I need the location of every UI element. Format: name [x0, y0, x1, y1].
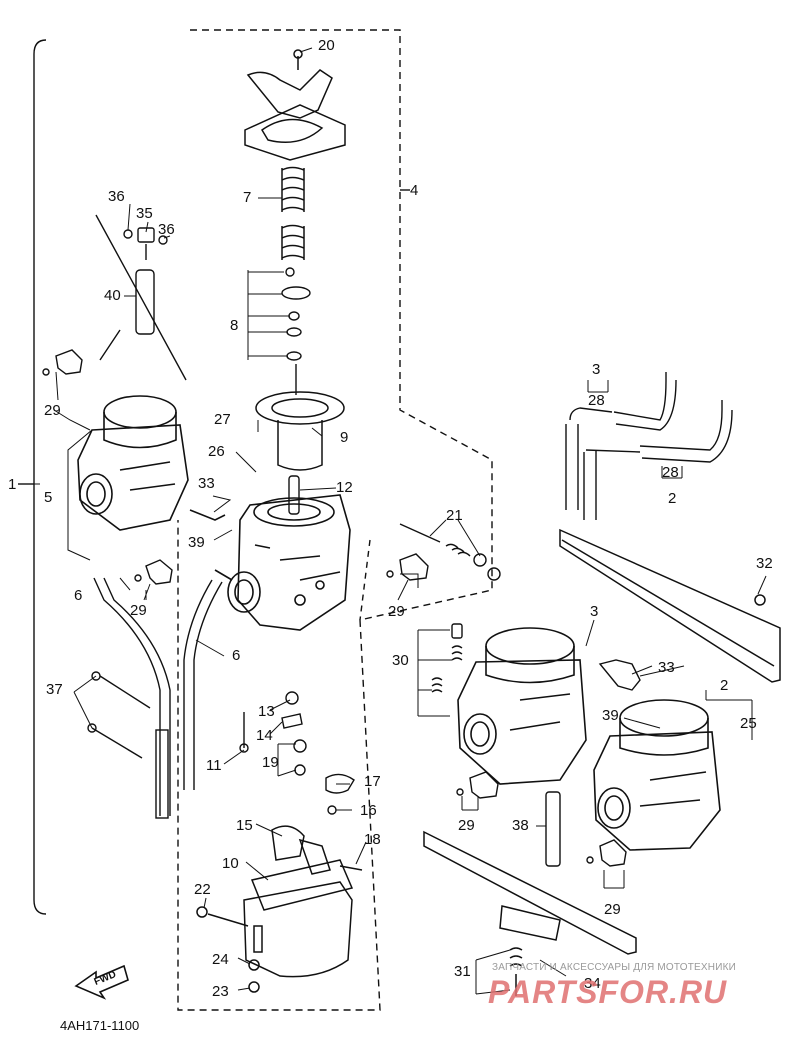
piston-diaphragm: [255, 391, 345, 471]
callout-29-lower-center: 29: [458, 817, 475, 834]
callout-29-lower-right: 29: [604, 901, 621, 918]
callout-5: 5: [44, 489, 53, 506]
callout-26: 26: [208, 443, 225, 460]
callout-17: 17: [364, 773, 381, 790]
small-jets: [239, 691, 363, 871]
callout-20: 20: [318, 37, 335, 54]
clip-upper-left: [42, 349, 83, 376]
callout-3-top: 3: [592, 361, 601, 378]
leader-lines: [30, 47, 767, 995]
pilot-screw-set: [399, 523, 501, 581]
callout-2-right: 2: [720, 677, 729, 694]
callout-1: 1: [8, 476, 17, 493]
callout-28-mid: 28: [662, 464, 679, 481]
callout-7: 7: [243, 189, 252, 206]
callout-40: 40: [104, 287, 121, 304]
callout-38: 38: [512, 817, 529, 834]
clip-lower-right: [586, 839, 627, 867]
choke-parts: [95, 214, 187, 381]
callout-39-right: 39: [602, 707, 619, 724]
bracket-part-1: [33, 39, 47, 915]
callout-13: 13: [258, 703, 275, 720]
callout-29-right-clip: 29: [388, 603, 405, 620]
callout-9: 9: [340, 429, 349, 446]
carb-left: [77, 395, 226, 531]
callout-15: 15: [236, 817, 253, 834]
group-box-part-4: [177, 29, 493, 1011]
drain-tube: [545, 791, 561, 867]
callout-30: 30: [392, 652, 409, 669]
jet-stack-30: [431, 623, 463, 693]
connecting-bar-lower: [423, 830, 637, 996]
drawing-code: 4AH171-1100: [60, 1018, 140, 1033]
callout-22: 22: [194, 881, 211, 898]
callout-29-upper: 29: [44, 402, 61, 419]
callout-25: 25: [740, 715, 757, 732]
watermark-caption: ЗАПЧАСТИ И АКСЕССУАРЫ ДЛЯ МОТОТЕХНИКИ: [492, 962, 737, 973]
fuel-hose-center: [183, 579, 223, 790]
carb-body-center: [214, 494, 351, 631]
fuel-hose-left: [93, 577, 171, 819]
callout-33: 33: [198, 475, 215, 492]
callout-3-center: 3: [590, 603, 599, 620]
callout-4: 4: [410, 182, 419, 199]
diaphragm-cover: [244, 49, 346, 161]
callout-28-top: 28: [588, 392, 605, 409]
throttle-cables: [87, 671, 151, 759]
callout-2-mid: 2: [668, 490, 677, 507]
callout-36-b: 36: [158, 221, 175, 238]
callout-39: 39: [188, 534, 205, 551]
callout-35: 35: [136, 205, 153, 222]
clip-lower-left: [134, 559, 173, 585]
carb-right: [593, 699, 721, 851]
callout-33-right: 33: [658, 659, 675, 676]
clip-right-center: [386, 553, 429, 581]
forward-arrow: [74, 964, 129, 1000]
connecting-bar-upper: [559, 528, 781, 683]
callout-27: 27: [214, 411, 231, 428]
callout-18: 18: [364, 831, 381, 848]
callout-6-center: 6: [232, 647, 241, 664]
callout-14: 14: [256, 727, 273, 744]
vent-tubes: [565, 372, 733, 520]
callout-32: 32: [756, 555, 773, 572]
callout-24: 24: [212, 951, 229, 968]
needle-jet: [288, 475, 300, 515]
callout-23: 23: [212, 983, 229, 1000]
watermark-logo: PARTSFOR.RU: [488, 974, 728, 1010]
callout-8: 8: [230, 317, 239, 334]
spring: [281, 166, 305, 260]
callout-12: 12: [336, 479, 353, 496]
callout-21: 21: [446, 507, 463, 524]
carb-right-center: [457, 627, 587, 785]
callout-37: 37: [46, 681, 63, 698]
callout-11: 11: [206, 757, 222, 774]
callout-29-center-clip: 29: [130, 602, 147, 619]
pipe-right: [598, 659, 641, 691]
callout-16: 16: [360, 802, 377, 819]
callout-36: 36: [108, 188, 125, 205]
callout-19: 19: [262, 754, 279, 771]
callout-10: 10: [222, 855, 239, 872]
callout-31: 31: [454, 963, 471, 980]
callout-6-left: 6: [74, 587, 83, 604]
float-bowl: [196, 825, 354, 993]
callout-34: 34: [584, 975, 601, 992]
